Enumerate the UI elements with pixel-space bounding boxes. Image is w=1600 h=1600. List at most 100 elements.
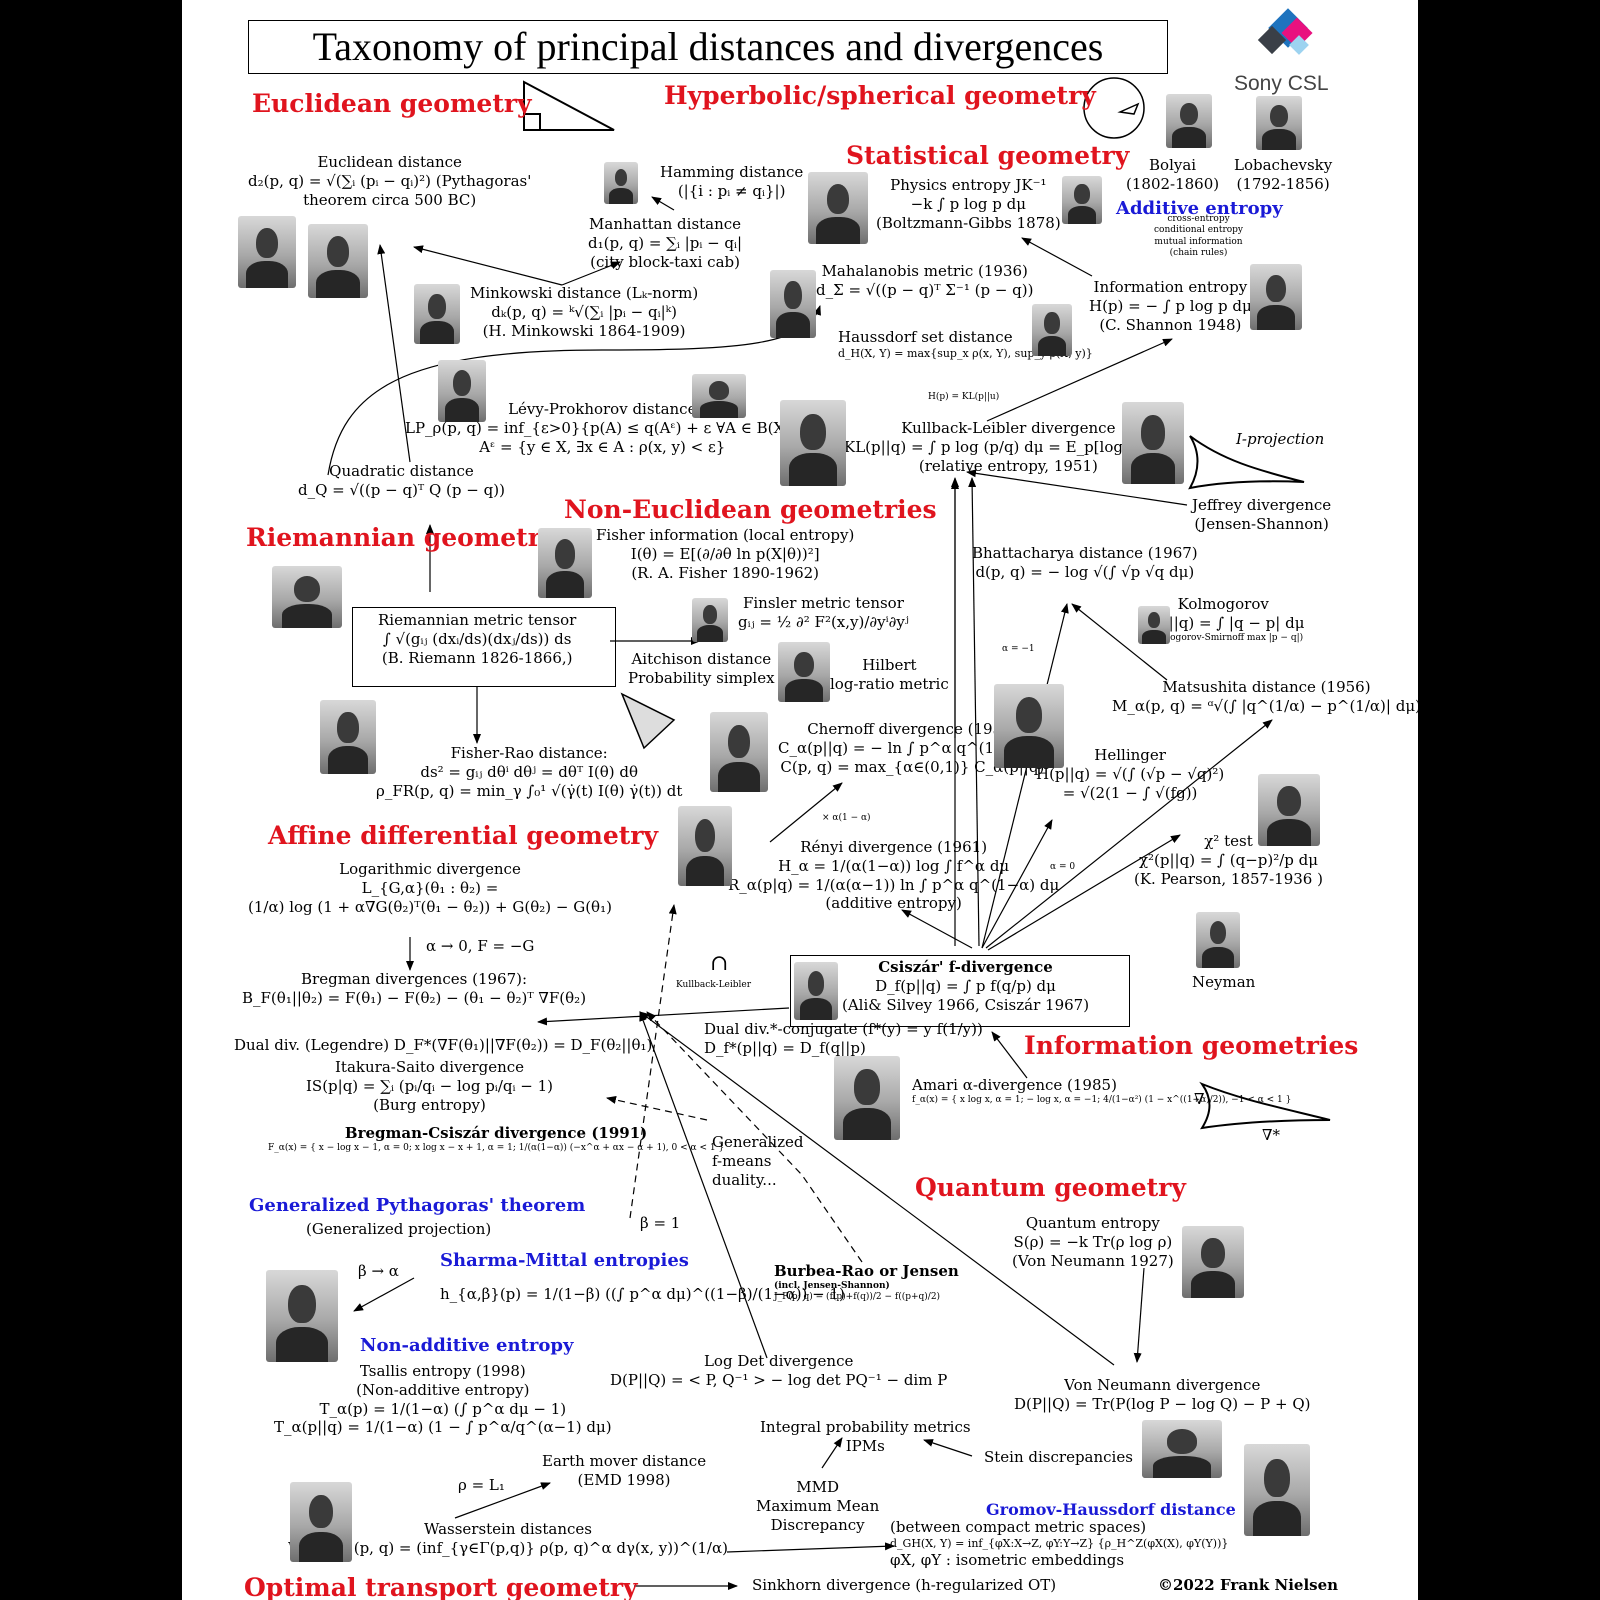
portrait-leibler bbox=[1122, 402, 1184, 484]
node-bhattacharya: Bhattacharya distance (1967)d(p, q) = − … bbox=[972, 544, 1198, 582]
node-dual-conjugate: Dual div.*-conjugate (f*(y) = y f(1/y))D… bbox=[704, 1020, 983, 1058]
label-h-kl: H(p) = KL(p||u) bbox=[928, 392, 999, 403]
section-hyperbolic: Hyperbolic/spherical geometry bbox=[664, 80, 1096, 111]
node-quantum-entropy: Quantum entropyS(ρ) = −k Tr(ρ log ρ)(Von… bbox=[1012, 1214, 1174, 1270]
portrait-fisher bbox=[538, 528, 592, 598]
portrait-chernoff bbox=[710, 712, 768, 792]
node-lobachevsky: Lobachevsky(1792-1856) bbox=[1234, 156, 1332, 194]
node-itakura-saito: Itakura-Saito divergenceIS(p|q) = ∑ᵢ (pᵢ… bbox=[306, 1058, 553, 1114]
arrow-minkowski-to-euclidean bbox=[414, 247, 562, 285]
portrait-hilbert bbox=[778, 642, 830, 702]
section-optimal: Optimal transport geometry bbox=[244, 1572, 638, 1600]
arrow-fmeans-to-itakura-dashed bbox=[607, 1098, 707, 1120]
label-generalized-projection: (Generalized projection) bbox=[306, 1220, 491, 1239]
node-burbea-rao: Burbea-Rao or Jensen(incl. Jensen-Shanno… bbox=[774, 1262, 959, 1303]
label-neyman: Neyman bbox=[1192, 973, 1255, 992]
label-nabla: ∇ bbox=[1194, 1090, 1204, 1109]
portrait-bolyai bbox=[1166, 94, 1212, 148]
portrait-hausdorff bbox=[1032, 304, 1072, 356]
page-title: Taxonomy of principal distances and dive… bbox=[248, 20, 1168, 74]
label-beta-to-alpha: β → α bbox=[358, 1262, 399, 1281]
label-alpha-to-zero: α → 0, F = −G bbox=[426, 937, 534, 956]
portrait-boltzmann bbox=[808, 172, 868, 244]
arrow-csiszar-to-renyi bbox=[902, 910, 972, 948]
portrait-levy bbox=[438, 360, 486, 422]
section-noneuclidean: Non-Euclidean geometries bbox=[564, 494, 937, 525]
portrait-rao bbox=[320, 700, 376, 774]
node-dual-legendre: Dual div. (Legendre) D_F*(∇F(θ₁)||∇F(θ₂)… bbox=[234, 1036, 652, 1055]
portrait-matsushita bbox=[994, 684, 1064, 768]
portrait-neyman bbox=[1196, 912, 1240, 968]
node-bregman: Bregman divergences (1967):B_F(θ₁||θ₂) =… bbox=[242, 970, 586, 1008]
node-tsallis: Tsallis entropy (1998)(Non-additive entr… bbox=[274, 1362, 612, 1437]
label-rho-l1: ρ = L₁ bbox=[458, 1476, 505, 1495]
portrait-pythagoras bbox=[238, 216, 296, 288]
portrait-stein bbox=[1142, 1420, 1222, 1478]
node-bolyai: Bolyai(1802-1860) bbox=[1126, 156, 1219, 194]
portrait-shannon bbox=[1250, 264, 1302, 330]
simplex-triangle-icon bbox=[622, 694, 674, 748]
label-sharma-mittal: Sharma-Mittal entropies bbox=[440, 1250, 689, 1273]
taxonomy-poster: Taxonomy of principal distances and dive… bbox=[182, 0, 1418, 1600]
arrow-sharma-to-tsallis bbox=[354, 1278, 414, 1311]
portrait-kolmogorov bbox=[1138, 606, 1170, 644]
copyright: ©2022 Frank Nielsen bbox=[1158, 1576, 1338, 1595]
portrait-gromov bbox=[1244, 1444, 1310, 1536]
sony-logo-icon bbox=[1258, 8, 1313, 55]
node-euclidean-distance: Euclidean distanced₂(p, q) = √(∑ᵢ (pᵢ − … bbox=[248, 153, 531, 209]
label-beta-one: β = 1 bbox=[640, 1214, 680, 1233]
node-wasserstein: Wasserstein distancesW_{α,ρ}(p, q) = (in… bbox=[288, 1520, 728, 1558]
portrait-kullback bbox=[780, 400, 846, 486]
node-hamming: Hamming distance(|{i : pᵢ ≠ qᵢ}|) bbox=[660, 163, 803, 201]
node-aitchison: Aitchison distanceProbability simplex bbox=[628, 650, 775, 688]
node-gromov-description: (between compact metric spaces)d_GH(X, Y… bbox=[890, 1518, 1228, 1569]
portrait-renyi bbox=[678, 806, 732, 886]
node-jeffrey: Jeffrey divergence(Jensen-Shannon) bbox=[1192, 496, 1331, 534]
node-hilbert: Hilbertlog-ratio metric bbox=[830, 656, 949, 694]
node-amari: Amari α-divergence (1985)f_α(x) = { x lo… bbox=[912, 1076, 1291, 1106]
portrait-von-neumann bbox=[1182, 1226, 1244, 1298]
section-statistical: Statistical geometry bbox=[846, 140, 1129, 171]
node-renyi: Rényi divergence (1961)H_α = 1/(α(1−α)) … bbox=[728, 838, 1059, 913]
portrait-prokhorov bbox=[692, 374, 746, 418]
node-riemannian-tensor: Riemannian metric tensor∫ √(gᵢⱼ (dxᵢ/ds)… bbox=[378, 611, 576, 667]
euclidean-triangle-icon bbox=[524, 82, 614, 130]
portrait-pearson bbox=[1258, 774, 1320, 846]
section-information: Information geometries bbox=[1024, 1030, 1358, 1061]
arrow-wasserstein-to-gromov bbox=[727, 1546, 894, 1552]
node-logarithmic-divergence: Logarithmic divergenceL_{G,α}(θ₁ : θ₂) =… bbox=[248, 860, 612, 916]
portrait-finsler bbox=[692, 598, 728, 642]
portrait-wasserstein bbox=[290, 1482, 352, 1562]
label-alpha-minus-one: α = −1 bbox=[1002, 644, 1035, 655]
portrait-minkowski bbox=[414, 284, 460, 344]
label-non-additive-entropy: Non-additive entropy bbox=[360, 1335, 573, 1358]
node-minkowski: Minkowski distance (Lₖ-norm)dₖ(p, q) = ᵏ… bbox=[470, 284, 698, 340]
node-bregman-csiszar: Bregman-Csiszár divergence (1991)F_α(x) … bbox=[268, 1124, 724, 1154]
section-euclidean: Euclidean geometry bbox=[252, 88, 532, 119]
portrait-riemann bbox=[272, 566, 342, 628]
section-riemannian: Riemannian geometry bbox=[246, 522, 555, 553]
section-quantum: Quantum geometry bbox=[915, 1172, 1186, 1203]
portrait-hamming bbox=[604, 162, 638, 204]
section-affine: Affine differential geometry bbox=[268, 820, 658, 851]
arrow-sharma-to-renyi-dashed bbox=[630, 905, 674, 1218]
label-alpha-zero: α = 0 bbox=[1050, 862, 1075, 873]
label-cap: ∩ bbox=[710, 950, 728, 978]
portrait-euclid bbox=[308, 224, 368, 298]
node-sinkhorn: Sinkhorn divergence (h-regularized OT) bbox=[752, 1576, 1056, 1595]
portrait-amari bbox=[834, 1056, 900, 1140]
sony-csl-logo-text: Sony CSL bbox=[1234, 72, 1329, 96]
label-i-projection: I-projection bbox=[1236, 430, 1324, 449]
portrait-gibbs bbox=[1062, 176, 1102, 224]
portrait-csiszar bbox=[794, 962, 838, 1020]
label-kullback-leibler-small: Kullback-Leibler bbox=[676, 980, 751, 991]
node-emd: Earth mover distance(EMD 1998) bbox=[542, 1452, 706, 1490]
arrow-amari-to-csiszar bbox=[992, 1032, 1027, 1078]
